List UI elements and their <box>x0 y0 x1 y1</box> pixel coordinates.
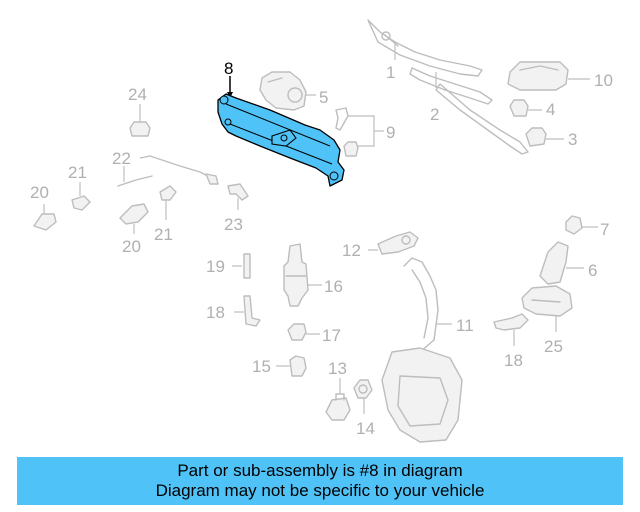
callout-13[interactable]: 13 <box>328 359 347 378</box>
part-25-housing[interactable] <box>521 285 573 332</box>
part-15-grommet[interactable] <box>276 355 307 377</box>
callout-10[interactable]: 10 <box>594 71 613 90</box>
part-16-washer-pump[interactable] <box>283 243 322 307</box>
part-18-pump-seal-right[interactable] <box>493 313 529 346</box>
part-1-wiper-arm[interactable] <box>367 19 483 77</box>
part-8-wiper-linkage[interactable] <box>217 76 345 187</box>
part-20-nozzle[interactable] <box>119 203 149 234</box>
part-23-t-connector[interactable] <box>227 183 249 210</box>
part-11-washer-reservoir[interactable] <box>381 257 463 443</box>
part-14-grommet[interactable] <box>353 379 373 414</box>
callout-8[interactable]: 8 <box>224 59 233 78</box>
callout-3[interactable]: 3 <box>568 130 577 149</box>
part-3-nut[interactable] <box>525 127 564 147</box>
part-24-grommet[interactable] <box>129 104 151 137</box>
callout-16[interactable]: 16 <box>324 277 343 296</box>
callout-1[interactable]: 1 <box>386 63 395 82</box>
callout-17[interactable]: 17 <box>322 326 341 345</box>
callout-5[interactable]: 5 <box>319 88 328 107</box>
callout-14[interactable]: 14 <box>356 419 375 438</box>
callout-11[interactable]: 11 <box>456 316 474 335</box>
callout-19[interactable]: 19 <box>206 257 225 276</box>
callout-24[interactable]: 24 <box>128 85 147 104</box>
callout-4[interactable]: 4 <box>546 100 555 119</box>
callout-20a[interactable]: 20 <box>30 183 49 202</box>
part-17-grommet[interactable] <box>287 323 320 341</box>
callout-12[interactable]: 12 <box>342 241 361 260</box>
info-banner: Part or sub-assembly is #8 in diagram Di… <box>17 457 623 505</box>
parts-diagram: 1 2 10 4 3 5 9 <box>30 19 613 443</box>
callout-6[interactable]: 6 <box>588 261 597 280</box>
callout-21a[interactable]: 21 <box>68 163 87 182</box>
part-19-pin[interactable] <box>232 253 251 279</box>
part-4-cap-nut[interactable] <box>509 99 542 117</box>
part-7-grommet[interactable] <box>565 215 598 235</box>
part-12-cap-seal[interactable] <box>368 231 419 255</box>
part-21-connector-top[interactable] <box>71 182 91 211</box>
callout-7[interactable]: 7 <box>600 220 609 239</box>
callout-23[interactable]: 23 <box>224 215 243 234</box>
callout-2[interactable]: 2 <box>430 105 439 124</box>
callout-18b[interactable]: 18 <box>504 351 523 370</box>
part-2-wiper-arm[interactable] <box>409 67 529 155</box>
part-6-bracket[interactable] <box>539 241 584 285</box>
part-21-connector[interactable] <box>159 185 177 220</box>
part-18-pump-seal-left[interactable] <box>234 295 261 327</box>
callout-9[interactable]: 9 <box>386 123 395 142</box>
callout-18a[interactable]: 18 <box>206 303 225 322</box>
part-13-level-sensor[interactable] <box>325 378 351 421</box>
callout-21b[interactable]: 21 <box>154 225 173 244</box>
part-22-washer-hose[interactable] <box>117 155 219 187</box>
part-9-bolts[interactable] <box>335 107 384 157</box>
callout-25[interactable]: 25 <box>544 337 563 356</box>
callout-22[interactable]: 22 <box>112 149 131 168</box>
part-5-wiper-motor[interactable] <box>259 71 316 111</box>
part-10-cap[interactable] <box>507 61 590 91</box>
banner-line-2: Diagram may not be specific to your vehi… <box>155 481 485 500</box>
callout-15[interactable]: 15 <box>252 357 271 376</box>
callout-20b[interactable]: 20 <box>122 237 141 256</box>
part-20-nozzle-left[interactable] <box>33 204 57 231</box>
banner-line-1: Part or sub-assembly is #8 in diagram <box>177 461 463 480</box>
